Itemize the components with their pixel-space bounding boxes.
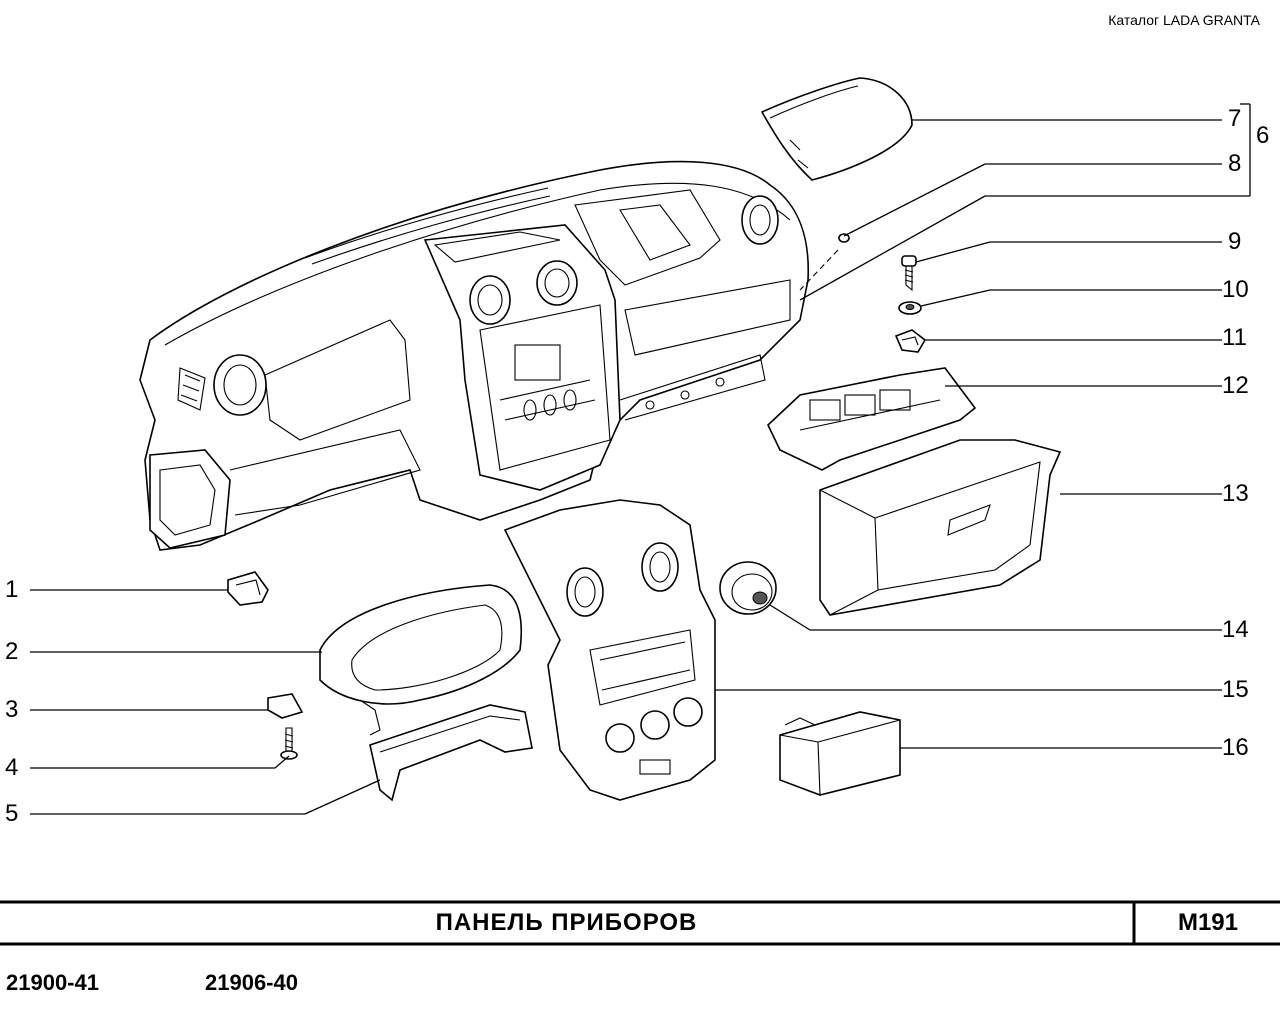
part-14-knob [719,561,777,615]
part-1-clip [227,571,269,606]
part-9-screw [901,255,917,292]
callout-15: 15 [1222,676,1249,703]
callout-3: 3 [5,696,19,723]
part-16-pocket [779,711,901,796]
title-block [0,900,1280,946]
callout-16: 16 [1222,734,1249,761]
part-2-cluster-hood [319,584,522,736]
part-15-center-console [503,499,716,801]
callout-8: 8 [1228,150,1242,177]
callout-4: 4 [5,754,19,781]
callout-7: 7 [1228,105,1242,132]
leader-lines-left [30,589,381,815]
page-code: M191 [1177,909,1239,936]
model-code-1: 21900-41 [6,970,99,995]
part-4-screw [280,727,298,760]
part-8-fastener [799,233,850,291]
part-7-cover [760,77,913,181]
callout-12: 12 [1222,372,1249,399]
part-11-clip [894,329,927,353]
callout-2: 2 [5,638,19,665]
callout-10: 10 [1222,276,1249,303]
callout-11: 11 [1222,324,1247,351]
callout-14: 14 [1222,616,1249,643]
callout-1: 1 [5,576,19,603]
part-5-lower-trim [369,704,533,802]
callout-6: 6 [1256,122,1270,149]
leader-lines [715,103,1251,749]
page-title: ПАНЕЛЬ ПРИБОРОВ [435,909,698,936]
catalog-label: Каталог LADA GRANTA [1108,12,1260,28]
part-13-glove-box [819,439,1062,616]
instrument-panel-drawing [139,160,810,551]
callout-13: 13 [1222,480,1249,507]
callout-5: 5 [5,800,19,827]
model-code-2: 21906-40 [205,970,298,995]
part-10-washer [898,301,922,315]
part-12-switch-panel [767,367,977,471]
part-3-clip [267,693,304,719]
callout-9: 9 [1228,228,1242,255]
